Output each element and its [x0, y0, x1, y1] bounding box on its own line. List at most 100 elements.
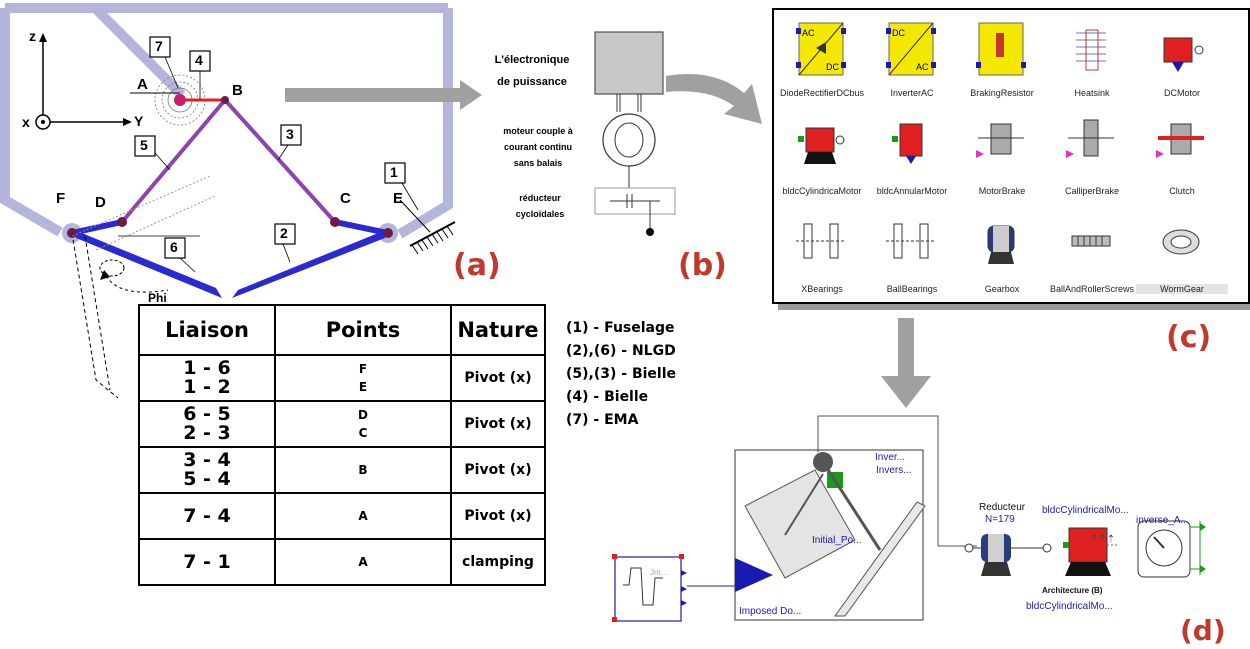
table-row: 7 - 1 A clamping — [138, 538, 546, 586]
table-cell: F — [358, 362, 368, 376]
panel-d-diagram — [612, 415, 1117, 622]
legend-item: (1) - Fuselage — [566, 320, 675, 336]
table-cell: Pivot (x) — [450, 446, 546, 494]
braking-resistor-icon — [976, 22, 1026, 76]
library-item[interactable]: Heatsink — [1074, 88, 1110, 98]
number-1: 1 — [390, 164, 398, 180]
bldc-motor-block — [1068, 527, 1108, 563]
inverter-label-1: Inver... — [875, 452, 906, 463]
library-item[interactable]: Gearbox — [984, 284, 1020, 294]
svg-text:AC: AC — [802, 28, 815, 38]
motor-signal-arrows: ⇡⇡⇡ — [1090, 534, 1116, 545]
library-item[interactable]: InverterAC — [890, 88, 934, 98]
fuselage-diagonal — [91, 4, 186, 99]
legend-item: (2),(6) - NLGD — [566, 343, 676, 359]
number-7: 7 — [155, 38, 163, 54]
table-row: 7 - 4 A Pivot (x) — [138, 492, 546, 540]
blade-6 — [72, 229, 222, 298]
svg-text:DC: DC — [826, 62, 839, 72]
library-item[interactable]: CalliperBrake — [1064, 186, 1120, 196]
table-cell: Pivot (x) — [450, 354, 546, 402]
table-cell: Pivot (x) — [450, 400, 546, 448]
jm-label: Jm... — [650, 568, 668, 577]
reducteur-label: Reducteur — [979, 502, 1026, 513]
table-cell: C — [358, 426, 368, 440]
point-a-label: A — [137, 76, 148, 93]
library-item[interactable]: BallAndRollerScrews — [1049, 284, 1135, 294]
inverter-icon: DC AC — [886, 22, 936, 76]
calliper-brake-icon — [1066, 119, 1114, 158]
point-f-label: F — [56, 190, 66, 207]
library-item[interactable]: XBearings — [801, 284, 843, 294]
svg-text:AC: AC — [916, 62, 929, 72]
legend-item: (7) - EMA — [566, 412, 639, 428]
svg-text:DC: DC — [892, 28, 905, 38]
panel-d-label: (d) — [1180, 614, 1226, 647]
architecture-label: Architecture (B) — [1042, 586, 1103, 595]
panel-a-label: (a) — [453, 248, 501, 283]
fuselage-frame — [0, 8, 63, 237]
point-e-label: E — [393, 190, 404, 207]
table-cell: 5 - 4 — [183, 468, 231, 490]
bldc-annular-motor-icon — [892, 123, 923, 164]
table-cell: B — [274, 446, 452, 494]
library-item[interactable]: BrakingResistor — [970, 88, 1034, 98]
table-header-points: Points — [274, 304, 452, 356]
table-cell: 7 - 4 — [138, 492, 276, 540]
table-header-liaison: Liaison — [138, 304, 276, 356]
ball-and-roller-screws-icon — [1071, 235, 1111, 247]
motor-bottom-label: bldcCylindricalMo... — [1026, 601, 1113, 612]
arrow-a-to-b — [285, 80, 482, 110]
diode-rectifier-icon: AC DC — [796, 22, 846, 76]
library-item[interactable]: BallBearings — [886, 284, 938, 294]
motor-brake-icon — [976, 123, 1024, 158]
library-item[interactable]: bldcAnnularMotor — [876, 186, 948, 196]
inverse-label: inverse_A... — [1136, 515, 1189, 526]
library-item[interactable]: bldcCylindricaMotor — [782, 186, 862, 196]
table-cell: 6 - 5 — [183, 403, 231, 425]
library-item[interactable]: Clutch — [1169, 186, 1195, 196]
table-cell: A — [274, 538, 452, 586]
library-item[interactable]: DiodeRectifierDCbus — [779, 88, 865, 98]
gearbox-icon — [987, 225, 1015, 264]
table-cell: Pivot (x) — [450, 492, 546, 540]
library-item[interactable]: DCMotor — [1163, 88, 1200, 98]
table-cell: clamping — [450, 538, 546, 586]
arrow-c-to-d — [881, 318, 931, 408]
arrow-b-to-c — [666, 74, 762, 124]
number-6: 6 — [170, 239, 178, 255]
legend-item: (5),(3) - Bielle — [566, 366, 677, 382]
fuselage-frame-right — [397, 8, 453, 239]
panel-b-diagram — [594, 31, 676, 236]
table-cell: D — [358, 408, 368, 422]
link-5 — [120, 98, 227, 224]
number-5: 5 — [140, 137, 148, 153]
library-item[interactable]: MotorBrake — [978, 186, 1026, 196]
point-b-label: B — [232, 82, 243, 99]
table-cell: E — [358, 380, 368, 394]
inverse-angle-gauge — [1137, 520, 1206, 578]
inverter-label-2: Invers... — [876, 465, 912, 476]
table-header-nature: Nature — [450, 304, 546, 356]
heatsink-icon — [1076, 29, 1106, 71]
legend-item: (4) - Bielle — [566, 389, 649, 405]
blade-2 — [232, 229, 388, 298]
point-c-label: C — [340, 190, 351, 207]
phi-label: Phi — [148, 291, 167, 305]
clutch-icon — [1156, 123, 1204, 158]
axis-y-label: Y — [134, 113, 144, 129]
panel-a-diagram — [0, 3, 482, 399]
table-cell: A — [274, 492, 452, 540]
electronics-box — [594, 31, 664, 95]
library-item-selected[interactable]: WormGear — [1136, 284, 1228, 294]
ball-bearings-icon — [886, 223, 936, 259]
axis-x-label: x — [22, 114, 30, 130]
table-cell: 1 - 6 — [183, 357, 231, 379]
worm-gear-icon — [1162, 229, 1200, 255]
